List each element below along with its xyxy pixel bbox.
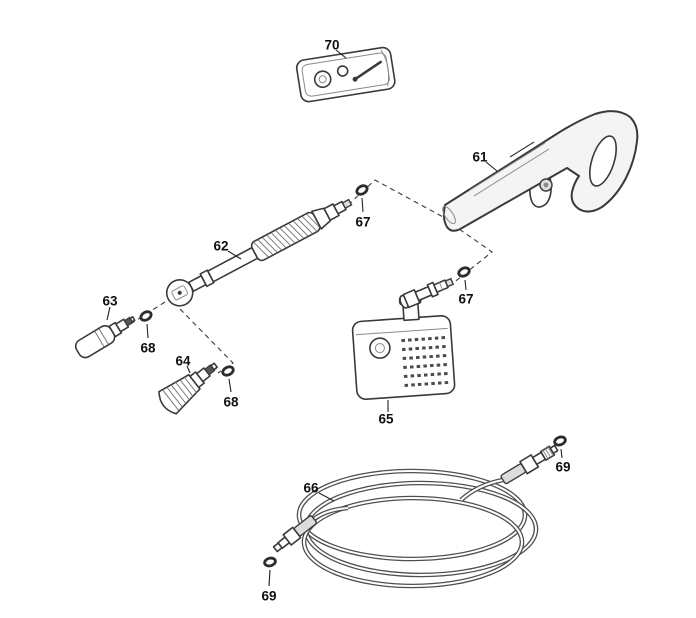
dashed-line-lance-to-gun — [347, 179, 446, 219]
tank-vent-slots — [401, 335, 450, 387]
part-62-lance — [165, 198, 353, 307]
hose-fitting-right — [500, 444, 559, 485]
o-ring-68-left — [139, 310, 153, 322]
lance-bayonet-slot — [171, 285, 189, 301]
nozzle-ridge-1 — [94, 331, 105, 348]
lance-nozzle-tip — [341, 198, 353, 210]
connector-tip — [444, 277, 455, 288]
part-64-turbo-nozzle — [158, 362, 218, 415]
o-ring-69-left — [263, 556, 277, 568]
gun-top-clip — [509, 141, 535, 158]
gun-rail-line-2 — [473, 148, 550, 197]
part-label-68-left: 68 — [140, 341, 156, 356]
dashed-line-lance-to-turbo — [179, 308, 234, 374]
hose-fitting-left — [272, 515, 317, 553]
part-label-67-upper: 67 — [355, 215, 370, 230]
part-label-67-lower: 67 — [458, 292, 473, 307]
nozzle-ridge-2 — [98, 328, 109, 345]
part-65-detergent-tank — [351, 295, 456, 401]
pack-fold-line — [380, 49, 390, 87]
gun-knob-center — [543, 182, 549, 188]
part-label-69-right: 69 — [555, 460, 570, 475]
part-label-64: 64 — [175, 354, 191, 369]
part-66-hose — [272, 444, 559, 589]
part-61-spray-gun — [442, 110, 639, 232]
part-label-63: 63 — [102, 294, 118, 309]
lance-bayonet-pin — [177, 290, 182, 295]
lance-grip-hatching — [253, 213, 322, 258]
tank-cap-inner — [374, 343, 385, 354]
part-number-labels: 70 61 62 63 64 65 66 67 67 68 68 69 69 — [102, 38, 570, 604]
pack-circle-large — [313, 70, 332, 89]
gun-handle-hole — [589, 135, 617, 187]
o-ring-69-right — [553, 435, 567, 447]
part-label-68-right: 68 — [223, 395, 239, 410]
turbo-ribs — [162, 376, 197, 411]
part-label-69-left: 69 — [261, 589, 276, 604]
tank-connector — [399, 277, 455, 309]
connector-groove — [438, 282, 444, 291]
o-ring-68-right — [221, 365, 235, 377]
turbo-tip-end — [210, 362, 218, 371]
part-label-70: 70 — [324, 38, 339, 53]
part-label-65: 65 — [378, 412, 394, 427]
fitting-tip — [272, 542, 283, 553]
part-70-cleaning-tool-pack — [295, 46, 396, 103]
cleaning-needle-head — [352, 76, 358, 82]
tank-cap — [369, 337, 391, 359]
pack-circle-large-inner — [318, 75, 327, 84]
gun-inlet-socket — [442, 205, 456, 225]
gun-rail-line-1 — [469, 142, 546, 191]
nozzle-tip-end — [129, 316, 136, 323]
part-label-61: 61 — [472, 150, 488, 165]
part-63-nozzle — [74, 316, 136, 359]
tank-top-line — [355, 327, 448, 336]
part-label-62: 62 — [213, 239, 228, 254]
o-ring-67-upper — [355, 184, 369, 196]
gun-body — [442, 110, 639, 232]
cleaning-needle — [353, 60, 382, 81]
part-label-66: 66 — [303, 481, 319, 496]
label-leader-lines — [106, 49, 563, 587]
o-ring-67-lower — [457, 266, 471, 278]
pack-circle-small — [336, 65, 349, 77]
fitting-tip — [549, 444, 559, 455]
